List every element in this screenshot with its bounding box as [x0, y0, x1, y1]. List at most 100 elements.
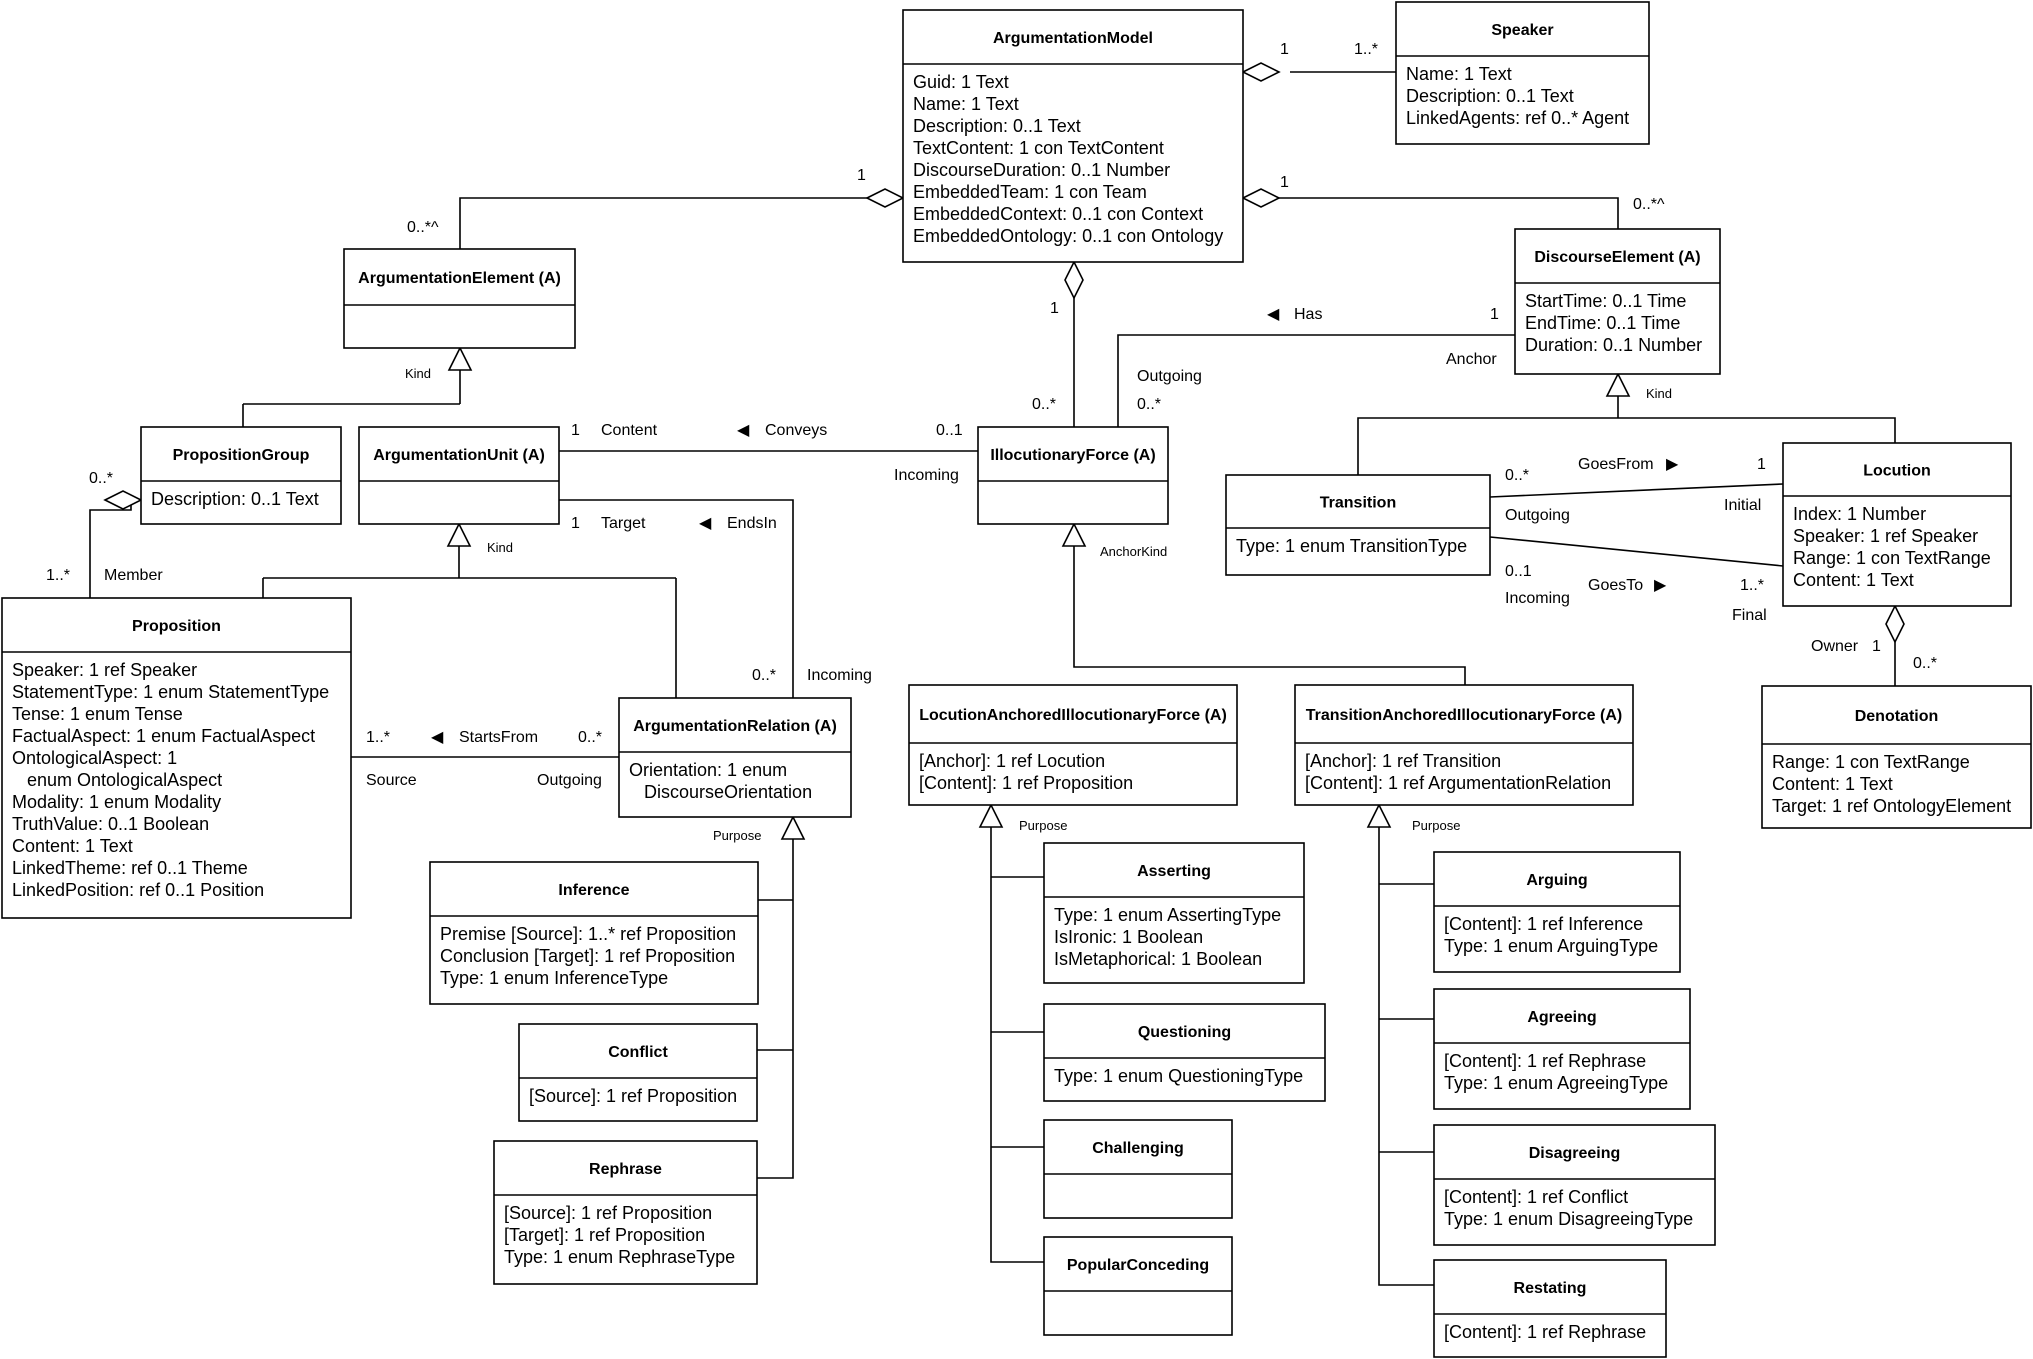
class-attribute: Orientation: 1 enum — [629, 760, 787, 780]
class-box — [493, 1140, 758, 1285]
class-attribute: Content: 1 Text — [1793, 570, 1914, 590]
label-content: Content — [601, 422, 658, 439]
class-attribute: [Anchor]: 1 ref Locution — [919, 751, 1105, 771]
label-source: Source — [366, 772, 417, 789]
class-box — [902, 9, 1244, 263]
mult-target-1: 1 — [571, 515, 580, 532]
class-title: ArgumentationElement (A) — [358, 270, 561, 287]
label-ae-kind: Kind — [405, 366, 431, 381]
class-box — [429, 861, 759, 1005]
label-if-anchorkind: AnchorKind — [1100, 544, 1167, 559]
class-box — [618, 697, 852, 818]
class-box — [1043, 1003, 1326, 1102]
mult-am-ae-1: 1 — [857, 167, 866, 184]
arrow-goesto: ▶ — [1654, 577, 1667, 594]
association-line — [1073, 546, 1466, 685]
generalization-triangle — [1605, 372, 1631, 397]
class-attribute: Content: 1 Text — [1772, 774, 1893, 794]
class-popular-conceding: PopularConceding — [1043, 1236, 1233, 1336]
association-line — [459, 197, 903, 249]
class-attribute: StatementType: 1 enum StatementType — [12, 682, 329, 702]
class-title: Conflict — [608, 1044, 668, 1061]
mult-if-outgoing: 0..* — [1137, 396, 1161, 413]
association-line — [1243, 197, 1619, 229]
class-attribute: Type: 1 enum AgreeingType — [1444, 1073, 1668, 1093]
class-title: ArgumentationUnit (A) — [373, 447, 545, 464]
class-title: LocutionAnchoredIllocutionaryForce (A) — [919, 707, 1227, 724]
mult-denotation: 0..* — [1913, 655, 1937, 672]
class-attribute: DiscourseDuration: 0..1 Number — [913, 160, 1170, 180]
class-agreeing: Agreeing[Content]: 1 ref RephraseType: 1… — [1433, 988, 1691, 1110]
class-box — [343, 248, 576, 349]
class-title: Questioning — [1138, 1024, 1231, 1041]
class-box — [1761, 685, 2032, 829]
class-attribute: [Anchor]: 1 ref Transition — [1305, 751, 1501, 771]
arrow-endsin: ◀ — [699, 515, 712, 532]
class-title: Challenging — [1092, 1140, 1184, 1157]
generalization-triangle — [1061, 522, 1087, 547]
class-argumentation-element: ArgumentationElement (A) — [343, 248, 576, 349]
label-tai-purpose: Purpose — [1412, 818, 1460, 833]
class-attribute: Range: 1 con TextRange — [1772, 752, 1970, 772]
class-box — [1043, 1119, 1233, 1219]
class-title: Inference — [558, 882, 629, 899]
association-line — [1357, 380, 1896, 475]
class-attribute: Name: 1 Text — [1406, 64, 1512, 84]
class-attribute: Type: 1 enum RephraseType — [504, 1247, 735, 1267]
class-attribute: IsIronic: 1 Boolean — [1054, 927, 1203, 947]
class-title: Asserting — [1137, 863, 1211, 880]
generalization-triangle — [780, 815, 806, 840]
mult-am-speaker-1: 1 — [1280, 41, 1289, 58]
generalization-triangle — [1366, 803, 1392, 828]
class-attribute: EmbeddedTeam: 1 con Team — [913, 182, 1147, 202]
label-initial: Initial — [1724, 497, 1761, 514]
mult-am-de-1: 1 — [1280, 174, 1289, 191]
class-attribute: Type: 1 enum DisagreeingType — [1444, 1209, 1693, 1229]
class-illocutionary-force: IllocutionaryForce (A) — [977, 426, 1169, 525]
label-if-outgoing: Outgoing — [1137, 368, 1202, 385]
mult-am-ae-many: 0..*^ — [407, 219, 439, 236]
association-line — [1489, 536, 1784, 567]
class-title: Speaker — [1491, 22, 1553, 39]
class-title: Locution — [1863, 463, 1931, 480]
aggregation-diamond — [1241, 188, 1281, 208]
class-attribute: StartTime: 0..1 Time — [1525, 291, 1686, 311]
class-title: IllocutionaryForce (A) — [990, 447, 1155, 464]
class-attribute: Conclusion [Target]: 1 ref Proposition — [440, 946, 735, 966]
class-box — [1514, 228, 1721, 375]
class-restating: Restating[Content]: 1 ref Rephrase — [1433, 1259, 1667, 1358]
association-line — [242, 370, 461, 427]
class-attribute: Type: 1 enum TransitionType — [1236, 536, 1467, 556]
class-box — [977, 426, 1169, 525]
class-box — [1433, 1124, 1716, 1246]
association-line — [559, 499, 794, 698]
class-locution-anchored-if: LocutionAnchoredIllocutionaryForce (A) [A… — [908, 684, 1238, 806]
class-asserting: AssertingType: 1 enum AssertingTypeIsIro… — [1043, 842, 1305, 984]
class-attribute: Speaker: 1 ref Speaker — [12, 660, 197, 680]
class-attribute: Type: 1 enum QuestioningType — [1054, 1066, 1303, 1086]
label-goesto-incoming: Incoming — [1505, 590, 1570, 607]
class-attribute: LinkedAgents: ref 0..* Agent — [1406, 108, 1629, 128]
class-attribute: Description: 0..1 Text — [1406, 86, 1574, 106]
class-title: Proposition — [132, 618, 221, 635]
class-attribute: Content: 1 Text — [12, 836, 133, 856]
label-goesfrom: GoesFrom — [1578, 456, 1654, 473]
mult-am-if-1: 1 — [1050, 300, 1059, 317]
class-attribute: Name: 1 Text — [913, 94, 1019, 114]
class-attribute: Type: 1 enum InferenceType — [440, 968, 668, 988]
label-endsin: EndsIn — [727, 515, 777, 532]
class-argumentation-unit: ArgumentationUnit (A) — [358, 426, 560, 525]
class-title: Transition — [1320, 495, 1396, 512]
association-line — [1117, 334, 1515, 427]
association-line — [262, 544, 677, 698]
class-attribute: TextContent: 1 con TextContent — [913, 138, 1164, 158]
class-attribute: IsMetaphorical: 1 Boolean — [1054, 949, 1262, 969]
class-title: PropositionGroup — [173, 447, 310, 464]
mult-goesto-many: 1..* — [1740, 577, 1764, 594]
class-attribute: Premise [Source]: 1..* ref Proposition — [440, 924, 736, 944]
class-attribute: Duration: 0..1 Number — [1525, 335, 1702, 355]
generalization-triangle — [978, 803, 1004, 828]
